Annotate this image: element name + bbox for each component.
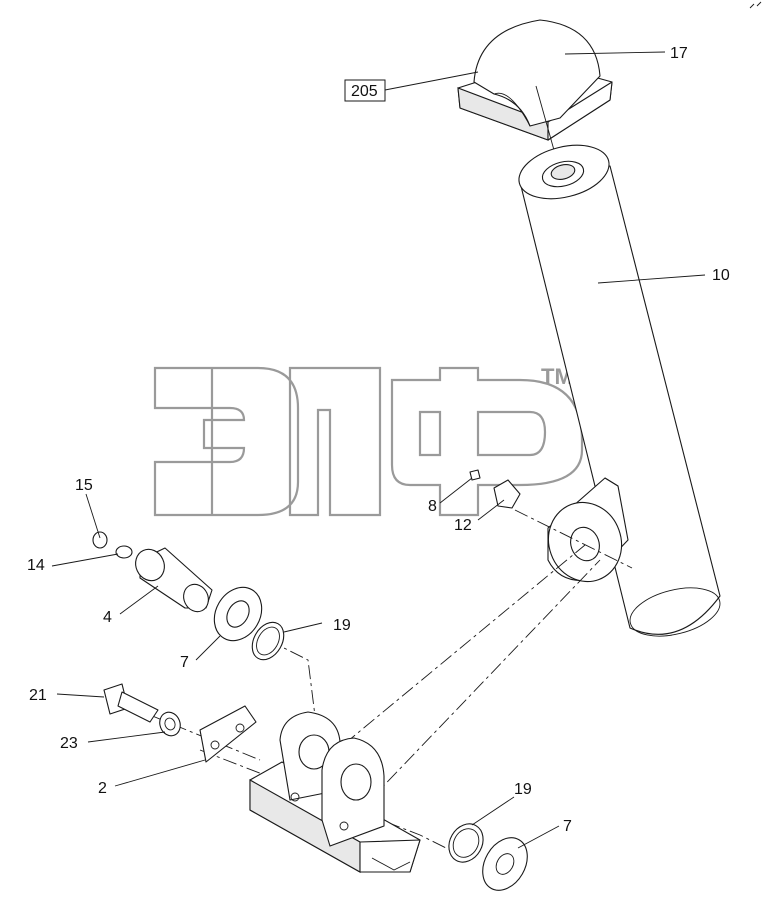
grease-fitting-part-14 xyxy=(115,545,133,559)
label-21: 21 xyxy=(29,687,47,704)
label-19-right: 19 xyxy=(514,781,532,798)
oring-part-19-left xyxy=(251,621,285,661)
fitting-part-12 xyxy=(493,479,521,509)
label-10: 10 xyxy=(712,267,730,284)
label-15: 15 xyxy=(75,477,93,494)
hydraulic-cylinder-part-10 xyxy=(518,144,721,637)
pin-part-4 xyxy=(135,547,213,613)
label-14: 14 xyxy=(27,557,45,574)
label-205: 205 xyxy=(351,83,378,100)
lock-plate xyxy=(199,705,257,763)
oring-part-19-right xyxy=(448,823,484,863)
callout-box-205 xyxy=(344,79,386,102)
spring-washer-part-23 xyxy=(159,711,181,737)
fitting-part-8 xyxy=(469,469,481,481)
watermark-logo: TM xyxy=(153,364,584,517)
corner-mark xyxy=(749,1,762,9)
label-23: 23 xyxy=(60,735,78,752)
label-7-right: 7 xyxy=(563,818,572,835)
mounting-base-part-2 xyxy=(249,711,421,873)
label-12: 12 xyxy=(454,517,472,534)
label-8: 8 xyxy=(428,498,437,515)
label-7-left: 7 xyxy=(180,654,189,671)
label-19-left: 19 xyxy=(333,617,351,634)
washer-part-7-right xyxy=(482,837,528,891)
leader-lines xyxy=(51,51,706,849)
bolt-part-21 xyxy=(103,683,159,723)
part-callouts: 205 17 10 15 14 4 7 19 8 12 21 23 2 19 7 xyxy=(27,45,730,835)
label-17: 17 xyxy=(670,45,688,62)
label-2: 2 xyxy=(98,780,107,797)
rod-clevis-eye xyxy=(547,477,629,583)
saddle-bracket-part-17 xyxy=(457,19,613,201)
washer-part-7-left xyxy=(213,586,263,642)
grease-nipple-part-15 xyxy=(92,531,108,549)
label-4: 4 xyxy=(103,609,112,626)
